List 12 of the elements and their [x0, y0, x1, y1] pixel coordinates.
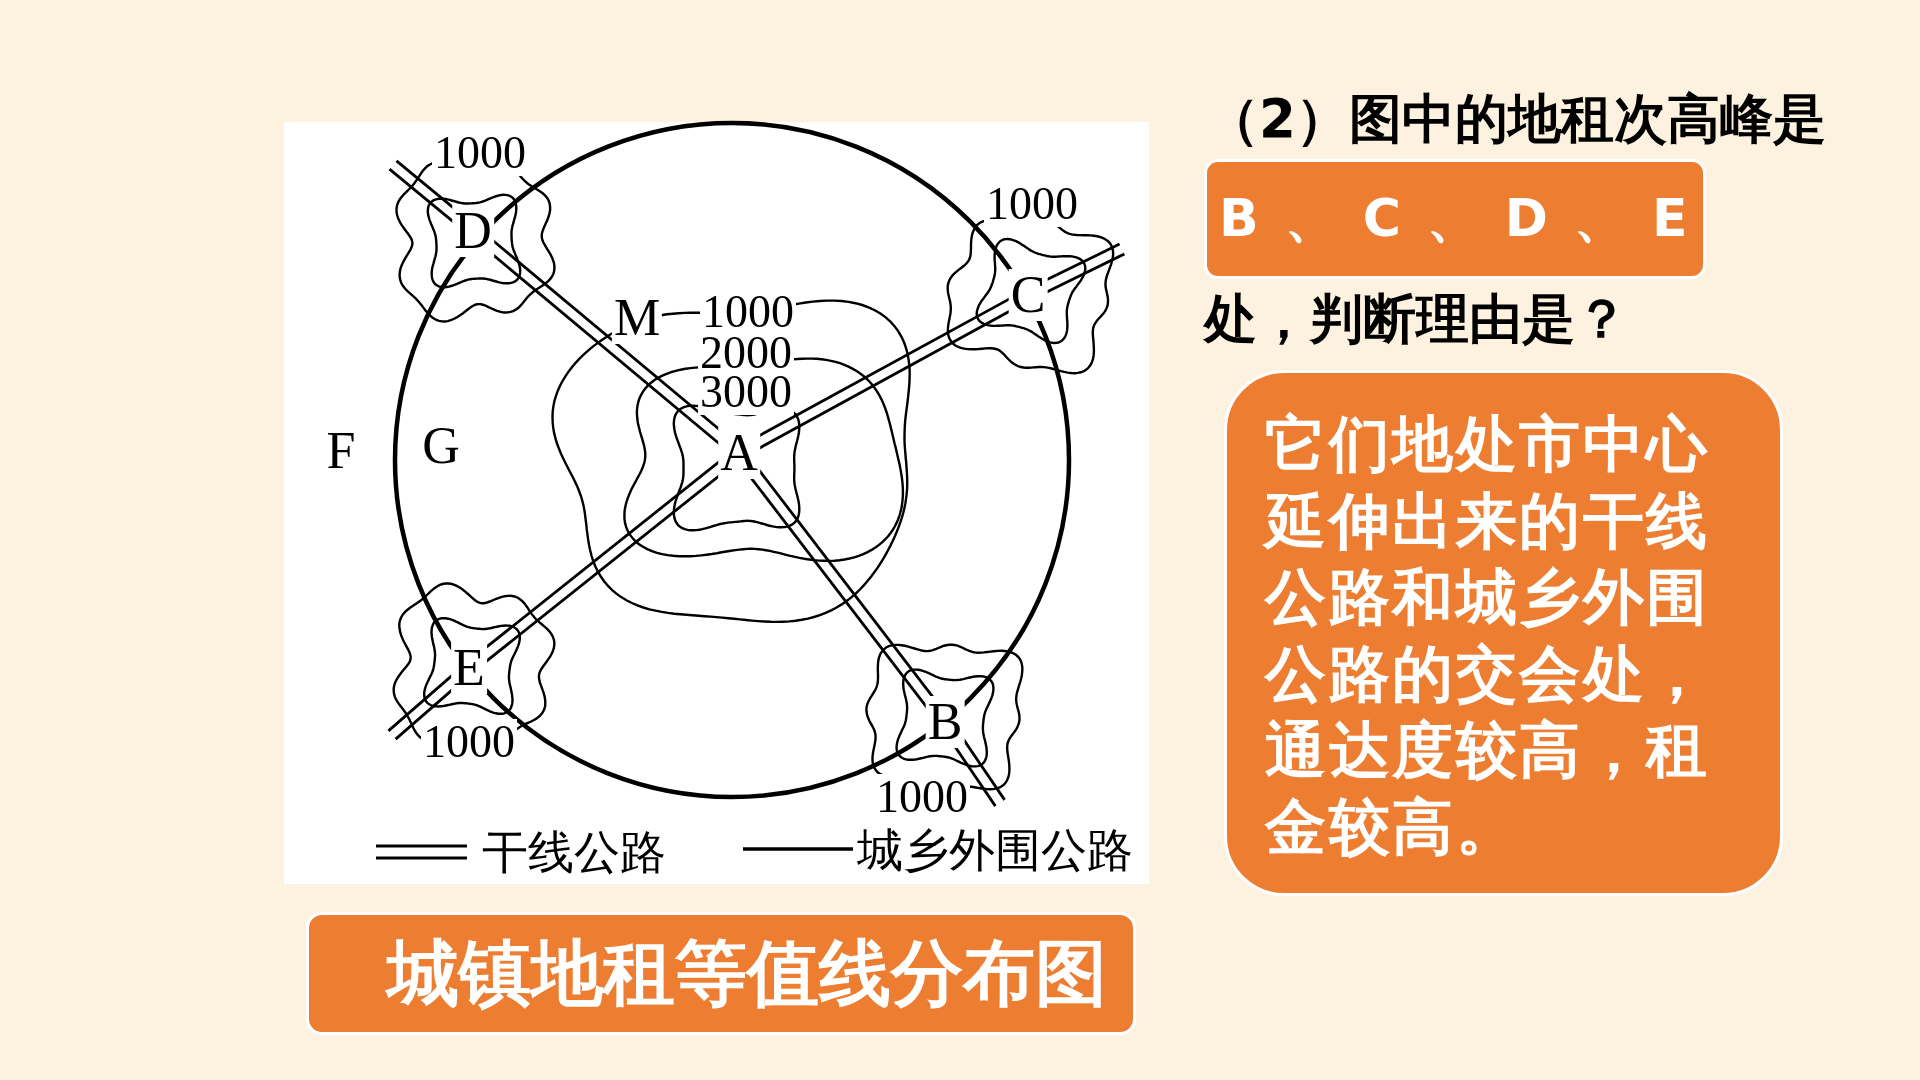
- place-letter: B: [925, 696, 965, 748]
- question-text: 处，判断理由是？: [1204, 291, 1628, 345]
- legend-text: 城乡外围公路: [857, 828, 1133, 874]
- explanation-box: 它们地处市中心延伸出来的干线公路和城乡外围公路的交会处，通达度较高，租金较高。: [1224, 370, 1783, 896]
- place-letter: C: [1008, 269, 1048, 321]
- highlight-box: B、C、D、E: [1204, 159, 1706, 279]
- legend-text: 干线公路: [482, 830, 666, 876]
- caption-box: 城镇地租等值线分布图: [306, 912, 1136, 1035]
- question-text: （2）图中的地租次高峰是: [1206, 91, 1826, 145]
- place-letter: E: [451, 642, 487, 694]
- place-letter: D: [452, 205, 494, 257]
- place-letter: A: [718, 427, 760, 479]
